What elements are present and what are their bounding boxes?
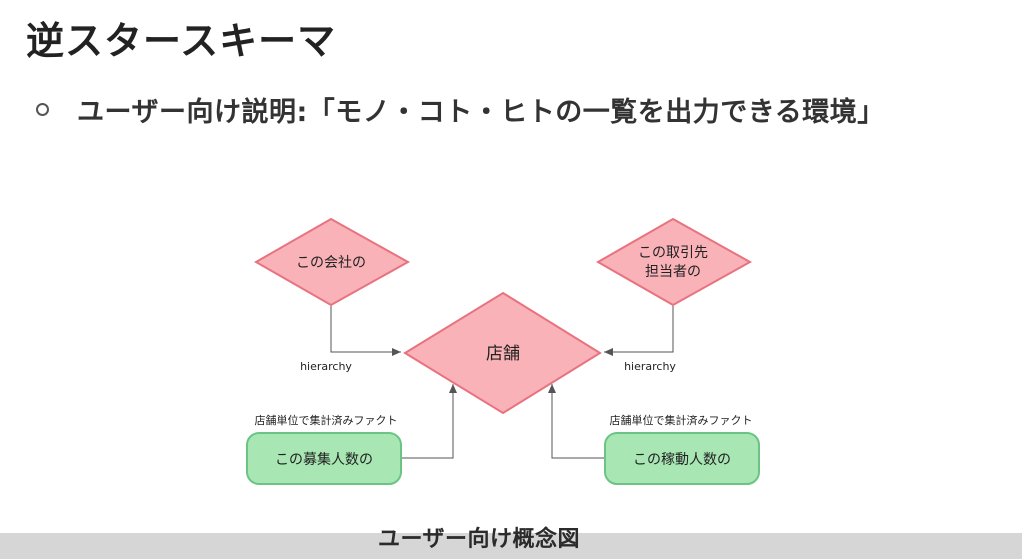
bullet-circle-icon [36, 103, 49, 116]
dimension-node-partner [595, 217, 753, 307]
fact-node-recruitment [246, 432, 402, 485]
bottom-bar [0, 533, 1022, 559]
edge-label-left: hierarchy [300, 360, 352, 373]
fact-label-right: 店舗単位で集計済みファクト [610, 413, 753, 427]
edge-right-fact-to-center [548, 384, 605, 459]
dimension-node-partner-label-line1: この取引先 [638, 245, 708, 261]
fact-node-recruitment-label: この募集人数の [275, 451, 373, 468]
slide-title: 逆スタースキーマ [26, 19, 337, 63]
fact-node-operation-label: この稼動人数の [633, 452, 731, 468]
fact-node-operation [604, 432, 760, 485]
edge-left-fact-to-center [401, 384, 457, 459]
bullet-item: ユーザー向け説明:「モノ・コト・ヒトの一覧を出力できる環境」 [36, 90, 885, 129]
dimension-node-company-label: この会社の [296, 255, 366, 271]
diagram-caption: ユーザー向け概念図 [378, 527, 581, 552]
edge-left-dim-to-center [330, 305, 401, 356]
center-node-store [403, 291, 602, 415]
edge-right-dim-to-center [604, 305, 674, 356]
fact-label-left: 店舗単位で集計済みファクト [255, 413, 398, 427]
bullet-text: ユーザー向け説明:「モノ・コト・ヒトの一覧を出力できる環境」 [77, 97, 885, 128]
dimension-node-company [253, 217, 411, 307]
edge-label-right: hierarchy [624, 360, 676, 373]
dimension-node-partner-label-line2: 担当者の [645, 264, 701, 280]
center-node-store-label: 店舗 [486, 344, 520, 364]
